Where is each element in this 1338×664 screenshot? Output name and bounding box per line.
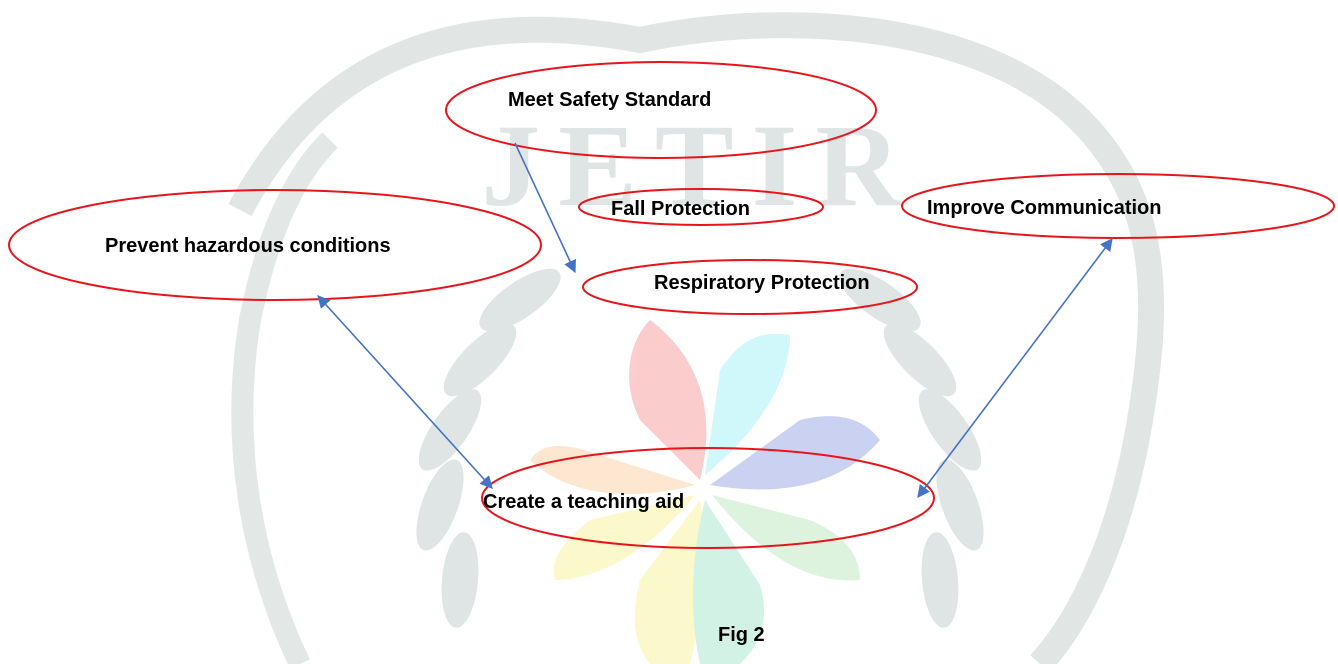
- watermark-laurel-left: [416, 268, 561, 628]
- watermark: JETIR: [228, 12, 1165, 664]
- petal: [634, 500, 705, 664]
- edges: [317, 142, 1113, 499]
- node-fall-protection-label: Fall Protection: [611, 198, 750, 220]
- petal: [712, 495, 860, 581]
- edge-teaching-aid-to-improve-communication: [917, 237, 1113, 499]
- node-respiratory-protection-ellipse: [582, 259, 918, 315]
- petal: [705, 333, 790, 475]
- watermark-shield-outline: [228, 12, 1165, 664]
- node-improve-communication-ellipse: [901, 173, 1335, 239]
- edge-meet-safety-to-respiratory: [514, 142, 576, 274]
- petal: [553, 495, 695, 580]
- edge-prevent-hazardous-to-teaching-aid: [317, 295, 493, 489]
- watermark-text: JETIR: [481, 100, 919, 231]
- node-respiratory-protection-label: Respiratory Protection: [654, 272, 870, 294]
- node-prevent-hazardous-conditions-label: Prevent hazardous conditions: [105, 235, 391, 257]
- node-fall-protection-ellipse: [578, 188, 824, 226]
- figure-caption: Fig 2: [718, 624, 765, 646]
- labels: Meet Safety Standard Fall Protection Imp…: [105, 89, 1161, 646]
- node-meet-safety-standard-label: Meet Safety Standard: [508, 89, 711, 111]
- watermark-flower: [530, 320, 880, 664]
- node-meet-safety-standard-ellipse: [445, 61, 877, 159]
- node-prevent-hazardous-conditions-ellipse: [8, 189, 542, 301]
- node-create-teaching-aid-label: Create a teaching aid: [483, 491, 684, 513]
- node-improve-communication-label: Improve Communication: [927, 197, 1161, 219]
- watermark-shield-inner: [231, 132, 338, 664]
- petal: [710, 416, 880, 490]
- petal: [629, 320, 707, 480]
- petal: [693, 500, 764, 664]
